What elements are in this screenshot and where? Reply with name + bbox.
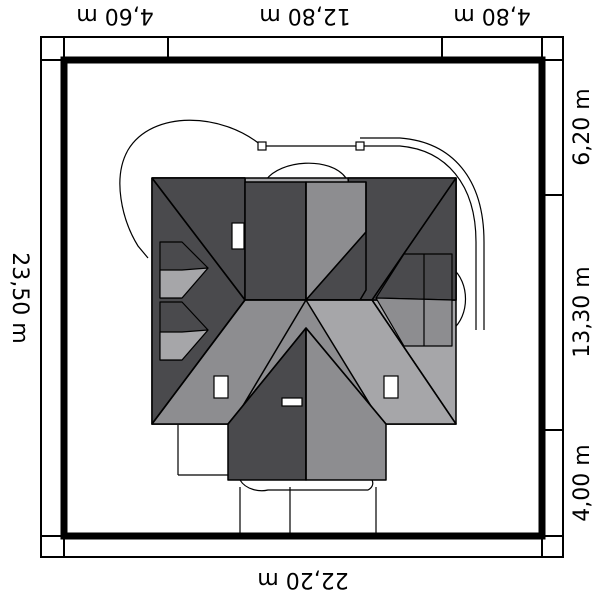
plot-boundary [60,56,546,540]
dim-bottom: 22,20 m [257,567,348,592]
skylight-top-left [231,222,245,250]
outer-border [40,36,564,558]
plot-frame [40,36,564,558]
conservatory-curve-inner [360,145,477,330]
dormer-left-top-face [159,267,209,299]
skylight-front [281,397,303,407]
dim-top-right: 4,80 m [453,3,530,28]
hip-line [151,177,246,301]
garden-terrace-curve [119,119,263,259]
dormer-left-bottom-face [159,329,209,361]
dim-top-middle: 12,80 m [259,3,350,28]
skylight-right [383,375,399,399]
chimney-right [355,141,365,151]
conservatory-curve [360,137,485,330]
dormer-right-light [375,297,453,347]
dim-right-top: 6,20 m [570,88,595,165]
dimension-labels: 4,60 m 12,80 m 4,80 m 22,20 m 23,50 m 6,… [7,3,595,592]
skylights [213,222,399,407]
skylight-left [213,375,229,399]
dim-right-middle: 13,30 m [570,266,595,357]
hip-line [151,299,246,425]
chimneys [257,141,365,151]
dormer-right [375,253,453,347]
entrance-step [239,479,374,492]
dormers-left [159,241,209,361]
dim-left: 23,50 m [7,252,32,343]
dim-top-left: 4,60 m [76,3,153,28]
chimney-left [257,141,267,151]
bay-window-top [265,162,347,181]
hip-line [371,299,457,425]
hip-line [371,177,457,301]
roof [151,177,457,481]
hip-line [227,327,307,425]
dim-right-bottom: 4,00 m [570,444,595,521]
terrace-outlines [119,119,485,536]
hip-line [305,327,387,425]
roof-top-center-dark [244,181,307,301]
